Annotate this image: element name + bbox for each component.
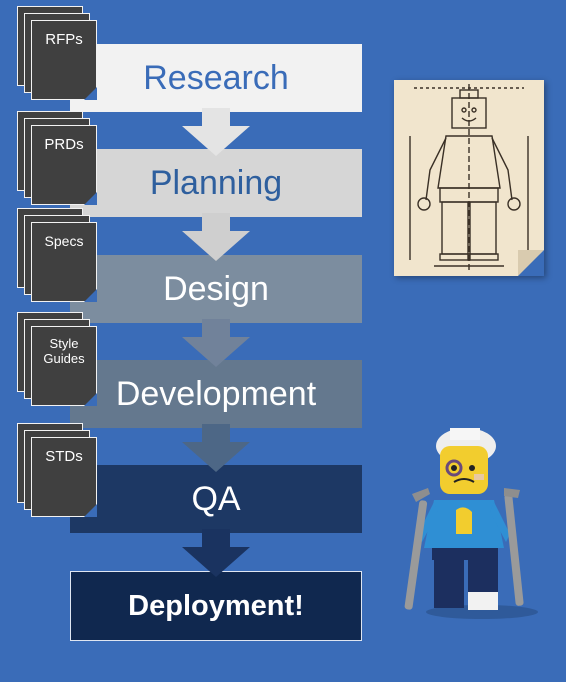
document-label-box: STDs [31, 437, 97, 517]
step-research: Research [70, 44, 362, 112]
document-label-box: PRDs [31, 125, 97, 205]
step-label: Deployment! [128, 589, 304, 622]
document-stack-specs: Specs [17, 208, 105, 306]
document-label: PRDs [44, 136, 84, 153]
document-label-box: RFPs [31, 20, 97, 100]
document-label: Style Guides [43, 336, 85, 366]
step-deployment: Deployment! [70, 571, 362, 641]
down-arrow-icon [182, 108, 250, 156]
step-label: Planning [149, 163, 283, 202]
document-stack-stds: STDs [17, 423, 105, 521]
document-label-box: Specs [31, 222, 97, 302]
document-label: RFPs [45, 31, 83, 48]
step-design: Design [70, 255, 362, 323]
minifigure-with-crutches-image [404, 428, 538, 619]
document-label: Specs [44, 233, 84, 249]
step-label: Design [163, 269, 269, 308]
step-development: Development [70, 360, 362, 428]
step-label: Development [115, 374, 317, 413]
minifigure-blueprint-icon [409, 84, 529, 270]
step-label: Research [143, 58, 289, 97]
down-arrow-icon [182, 529, 250, 577]
step-qa: QA [70, 465, 362, 533]
down-arrow-icon [182, 213, 250, 261]
document-label-box: Style Guides [31, 326, 97, 406]
document-label: STDs [45, 448, 83, 465]
down-arrow-icon [182, 319, 250, 367]
document-stack-rfps: RFPs [17, 6, 105, 104]
down-arrow-icon [182, 424, 250, 472]
step-planning: Planning [70, 149, 362, 217]
document-stack-style-guides: Style Guides [17, 312, 105, 410]
document-stack-prds: PRDs [17, 111, 105, 209]
blueprint-image [394, 80, 544, 276]
step-label: QA [191, 479, 241, 518]
